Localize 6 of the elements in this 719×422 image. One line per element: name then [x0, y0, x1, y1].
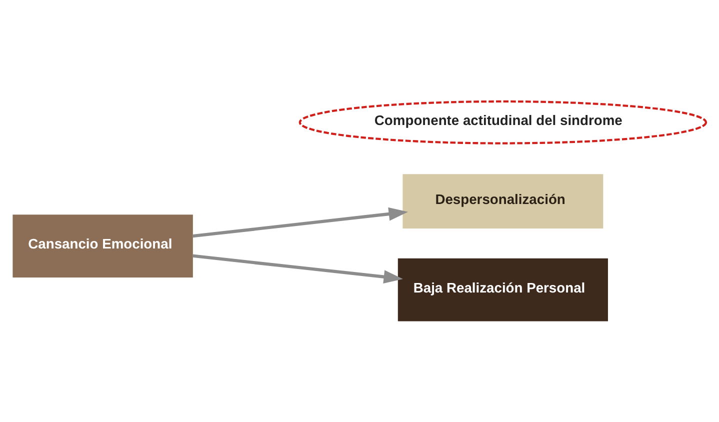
node-box: Baja Realización Personal [398, 258, 608, 322]
node-box: Despersonalización [402, 174, 604, 228]
node-box: Cansancio Emocional [12, 214, 193, 278]
arrow [192, 254, 403, 284]
arrow [192, 207, 408, 238]
node-ellipse: Componente actitudinal del sindrome [298, 100, 708, 144]
